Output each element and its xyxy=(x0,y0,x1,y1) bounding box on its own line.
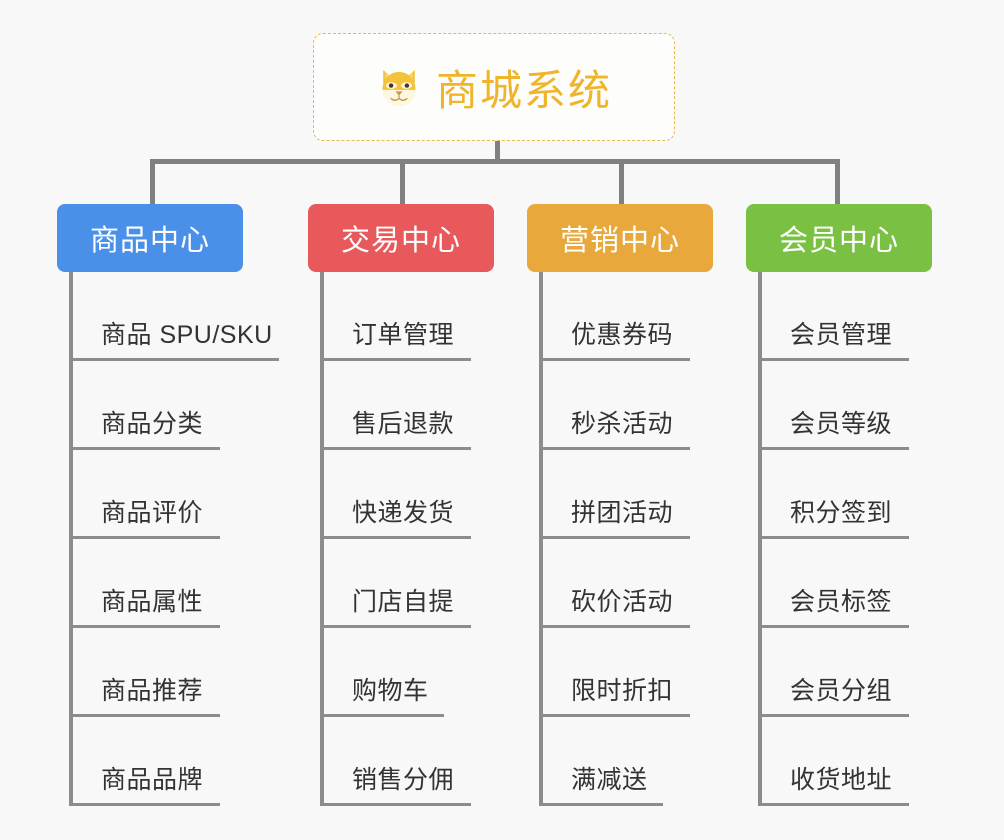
leaf-item-underline xyxy=(539,358,690,361)
leaf-item-label: 会员标签 xyxy=(790,588,893,616)
branch-header-4[interactable]: 会员中心 xyxy=(746,204,932,272)
leaf-item-underline xyxy=(69,803,220,806)
leaf-item-label: 秒杀活动 xyxy=(571,410,674,438)
branch-header-label: 会员中心 xyxy=(778,225,899,257)
connector-horizontal-bus xyxy=(150,159,840,164)
leaf-item-underline xyxy=(758,536,909,539)
leaf-item-underline xyxy=(320,625,471,628)
leaf-item-label: 会员管理 xyxy=(790,321,893,349)
leaf-item-underline xyxy=(539,625,690,628)
root-title: 商城系统 xyxy=(435,66,612,114)
branch-column: 营销中心优惠券码秒杀活动拼团活动砍价活动限时折扣满减送 xyxy=(527,204,713,806)
leaf-item-underline xyxy=(69,714,220,717)
leaf-item-underline xyxy=(539,803,663,806)
shiba-dog-face-icon xyxy=(376,64,422,110)
leaf-item-label: 拼团活动 xyxy=(571,499,674,527)
leaf-item-underline xyxy=(69,625,220,628)
leaf-item-label: 满减送 xyxy=(571,766,648,794)
branch-trunk-line xyxy=(539,272,543,806)
leaf-item-underline xyxy=(758,625,909,628)
leaf-item-label: 销售分佣 xyxy=(352,766,455,794)
leaf-item-label: 购物车 xyxy=(352,677,429,705)
branch-header-2[interactable]: 交易中心 xyxy=(308,204,494,272)
leaf-item-label: 商品分类 xyxy=(101,410,204,438)
leaf-item-label: 砍价活动 xyxy=(571,588,674,616)
connector-drop-4 xyxy=(835,159,840,206)
branch-header-label: 交易中心 xyxy=(340,225,461,257)
leaf-item-underline xyxy=(758,714,909,717)
leaf-item-label: 订单管理 xyxy=(352,321,455,349)
branch-column: 商品中心商品 SPU/SKU 商品分类商品评价商品属性商品推荐商品品牌 xyxy=(57,204,279,806)
root-node[interactable]: 商城系统 xyxy=(313,33,675,141)
branch-header-3[interactable]: 营销中心 xyxy=(527,204,713,272)
leaf-item-underline xyxy=(539,447,690,450)
leaf-item-underline xyxy=(320,447,471,450)
leaf-item-underline xyxy=(320,803,471,806)
branch-trunk-line xyxy=(69,272,73,806)
leaf-item-underline xyxy=(539,536,690,539)
leaf-item-underline xyxy=(320,714,444,717)
leaf-item-label: 售后退款 xyxy=(352,410,455,438)
leaf-item-underline xyxy=(69,358,279,361)
leaf-item-label: 商品属性 xyxy=(101,588,204,616)
leaf-item-underline xyxy=(69,447,220,450)
branch-trunk-line xyxy=(758,272,762,806)
connector-drop-1 xyxy=(150,159,155,206)
leaf-item-underline xyxy=(758,803,909,806)
branch-column: 交易中心订单管理售后退款快递发货门店自提购物车销售分佣 xyxy=(308,204,494,806)
leaf-item-underline xyxy=(758,358,909,361)
leaf-item-label: 优惠券码 xyxy=(571,321,674,349)
leaf-item-label: 快递发货 xyxy=(352,499,455,527)
connector-drop-2 xyxy=(400,159,405,206)
leaf-item-label: 收货地址 xyxy=(790,766,893,794)
leaf-item-label: 积分签到 xyxy=(790,499,893,527)
leaf-item-label: 门店自提 xyxy=(352,588,455,616)
leaf-item-underline xyxy=(69,536,220,539)
leaf-item-label: 会员分组 xyxy=(790,677,893,705)
branch-header-label: 营销中心 xyxy=(559,225,680,257)
branch-trunk-line xyxy=(320,272,324,806)
leaf-item-underline xyxy=(320,536,471,539)
leaf-item-label: 商品推荐 xyxy=(101,677,204,705)
leaf-item-underline xyxy=(320,358,471,361)
leaf-item-underline xyxy=(758,447,909,450)
leaf-item-label: 商品品牌 xyxy=(101,766,204,794)
leaf-item-label: 商品评价 xyxy=(101,499,204,527)
branch-header-1[interactable]: 商品中心 xyxy=(57,204,243,272)
connector-root-stem xyxy=(495,141,500,163)
connector-drop-3 xyxy=(619,159,624,206)
leaf-item-label: 商品 SPU/SKU xyxy=(101,321,273,349)
leaf-item-label: 会员等级 xyxy=(790,410,893,438)
leaf-item-label: 限时折扣 xyxy=(571,677,674,705)
branch-header-label: 商品中心 xyxy=(89,225,210,257)
branch-column: 会员中心会员管理会员等级积分签到会员标签会员分组收货地址 xyxy=(746,204,932,806)
leaf-item-underline xyxy=(539,714,690,717)
